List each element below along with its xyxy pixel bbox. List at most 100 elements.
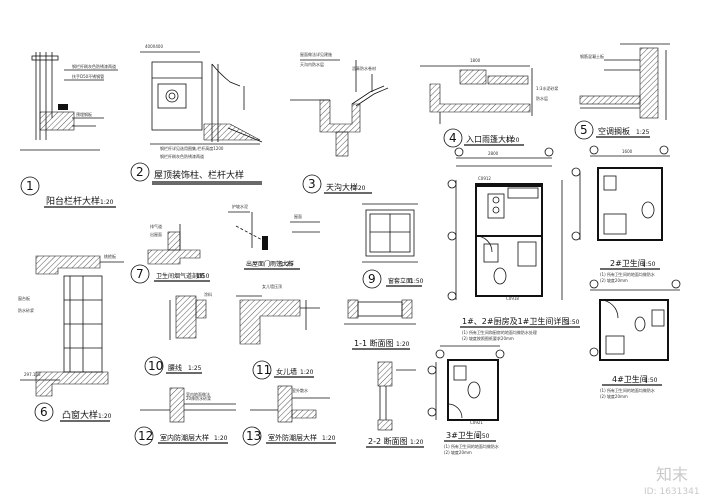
section-title: 2-2 断面图 xyxy=(368,436,408,446)
detail-title: 窗套立面 xyxy=(388,277,412,285)
detail-2-decorative-post: 400X400 钢栏杆详见选用图集,栏杆高度1200 钢栏杆刷灰色防锈漆两道 2… xyxy=(130,44,263,185)
svg-text:涂料: 涂料 xyxy=(204,291,212,297)
plan-bath-2: 1600 2#卫生间 1:50 (1) 所有卫生间的地面均做防水 (2) 坡度2… xyxy=(571,145,670,283)
plan-title: 1#、2#厨房及1#卫生间详图 xyxy=(462,316,569,326)
detail-number: 3 xyxy=(308,177,316,191)
detail-scale: 1:25 xyxy=(636,129,650,136)
detail-12-indoor-dampproof: 室内地面做法 20厚防水砂浆 12 室内防潮层大样 1:20 xyxy=(134,387,236,446)
detail-scale: 1:20 xyxy=(98,413,112,420)
detail-11-parapet: 女儿墙压顶 11 女儿墙 1:20 xyxy=(236,283,320,380)
detail-title: 入口雨篷大样 xyxy=(466,134,514,144)
svg-text:(1) 所有卫生间的地面均做防水: (1) 所有卫生间的地面均做防水 xyxy=(444,443,499,449)
win-c0918: C0918 xyxy=(506,296,519,301)
detail-title: 天沟大样 xyxy=(326,182,358,192)
plan-title: 3#卫生间 xyxy=(446,430,482,440)
detail-number: 13 xyxy=(246,429,261,443)
detail-title: 腰线 xyxy=(168,363,182,372)
detail-title: 卫生间烟气道剖面 xyxy=(156,272,204,280)
svg-text:1:3水泥砂浆: 1:3水泥砂浆 xyxy=(536,85,558,91)
section-2-2: 2-2 断面图 1:20 xyxy=(366,361,424,448)
watermark-brand: 知末 xyxy=(656,465,688,484)
dim-1600: 1600 xyxy=(622,149,633,154)
svg-text:(2) 坡度20mm: (2) 坡度20mm xyxy=(600,277,628,283)
win-c0921: C0921 xyxy=(470,420,483,425)
detail-scale: 1:50 xyxy=(410,278,424,285)
detail-title: 屋顶装饰柱、栏杆大样 xyxy=(154,169,244,181)
post-size-label: 400X400 xyxy=(145,44,163,49)
plan-scale: 1:50 xyxy=(566,319,580,326)
win-c0912: C0912 xyxy=(478,176,491,181)
plan-scale: 1:50 xyxy=(476,433,490,440)
svg-text:室外散水: 室外散水 xyxy=(292,387,308,393)
detail-13-outdoor-dampproof: 室外散水 13 室外防潮层大样 1:20 xyxy=(242,385,336,446)
svg-text:沥青防水卷材: 沥青防水卷材 xyxy=(352,65,376,71)
svg-text:钢栏杆详见选用图集,栏杆高度1200: 钢栏杆详见选用图集,栏杆高度1200 xyxy=(160,145,224,151)
detail-9-window-elevation: 9 窗套立面 1:50 xyxy=(362,203,424,289)
detail-5-ac-shelf: 钢筋混凝土板 5 空调搁板 1:25 xyxy=(574,43,670,140)
detail-number: 5 xyxy=(580,123,588,137)
detail-title: 室内防潮层大样 xyxy=(160,433,209,442)
detail-number: 1 xyxy=(26,179,34,193)
dim-2800: 2800 xyxy=(488,151,499,156)
plan-title: 4#卫生间 xyxy=(612,374,648,384)
detail-scale: 1:25 xyxy=(188,365,202,372)
detail-1-balcony-railing: 钢栏杆刷灰色防锈漆两道 扶手D50不锈钢管 预埋钢板 1 阳台栏杆大样 1:20 xyxy=(20,52,118,208)
plan-bath-3: C0921 3#卫生间 1:50 (1) 所有卫生间的地面均做防水 (2) 坡度… xyxy=(427,345,505,455)
svg-text:(2) 坡度20mm: (2) 坡度20mm xyxy=(444,449,472,455)
detail-3-gutter: 屋面做法详见建施 天沟内防水层 沥青防水卷材 3 天沟大样 1:20 xyxy=(290,51,389,194)
svg-text:扶手D50不锈钢管: 扶手D50不锈钢管 xyxy=(72,73,104,79)
svg-text:防水砂浆: 防水砂浆 xyxy=(18,307,34,313)
svg-text:护坡水泥: 护坡水泥 xyxy=(232,203,248,209)
detail-6-bay-window: 挑檐板 窗台板 防水砂浆 297.108 6 凸窗大样 1:20 xyxy=(18,253,124,422)
svg-text:(1) 所有卫生间的地面均做防水: (1) 所有卫生间的地面均做防水 xyxy=(600,271,655,277)
plan-bath-4: 4#卫生间 1:50 (1) 所有卫生间的地面均做防水 (2) 坡度20mm xyxy=(589,279,681,399)
detail-number: 12 xyxy=(138,429,153,443)
detail-number: 9 xyxy=(368,272,376,286)
section-title: 1-1 断面图 xyxy=(354,338,394,348)
svg-text:防水层: 防水层 xyxy=(536,95,548,101)
svg-text:天沟内防水层: 天沟内防水层 xyxy=(300,61,324,67)
svg-text:屋面: 屋面 xyxy=(294,213,302,219)
detail-number: 11 xyxy=(256,363,271,377)
svg-text:(2) 坡度20mm: (2) 坡度20mm xyxy=(600,393,628,399)
detail-scale: 1:20 xyxy=(322,435,336,442)
svg-text:预埋钢板: 预埋钢板 xyxy=(76,111,92,117)
detail-number: 10 xyxy=(148,359,163,373)
detail-scale: 1:50 xyxy=(196,273,210,280)
svg-text:(1) 所有卫生间的地面均做防水: (1) 所有卫生间的地面均做防水 xyxy=(600,387,655,393)
detail-number: 7 xyxy=(136,267,144,281)
plan-scale: 1:50 xyxy=(644,377,658,384)
section-scale: 1:20 xyxy=(410,439,424,446)
dim-1800: 1800 xyxy=(470,58,481,63)
detail-4-entrance-canopy: 1800 1:3水泥砂浆 防水层 4 入口雨篷大样 1:20 xyxy=(420,58,558,148)
section-1-1: 1-1 断面图 1:20 xyxy=(344,299,416,350)
plan-note-1: (1) 所有卫生间和厨房的地面均做防水处理 xyxy=(462,329,537,335)
detail-title: 空调搁板 xyxy=(598,126,630,136)
detail-number: 6 xyxy=(40,405,48,419)
detail-scale: 1:25 xyxy=(280,261,294,268)
svg-text:钢栏杆刷灰色防锈漆两道: 钢栏杆刷灰色防锈漆两道 xyxy=(160,153,204,159)
plan-kitchen-bath-1-2: 2800 C0912 C0918 1#、2#厨房及1#卫生间详图 1:50 (1… xyxy=(447,147,580,341)
detail-number: 4 xyxy=(449,131,457,145)
svg-text:钢筋混凝土板: 钢筋混凝土板 xyxy=(580,53,604,59)
section-scale: 1:20 xyxy=(396,341,410,348)
detail-7-flue-section: 排气道 出屋面 7 卫生间烟气道剖面 1:50 xyxy=(130,223,210,284)
svg-text:排气道: 排气道 xyxy=(150,223,162,229)
svg-text:室内地面做法: 室内地面做法 xyxy=(186,391,210,397)
svg-text:屋面做法详见建施: 屋面做法详见建施 xyxy=(300,51,332,57)
detail-title: 女儿墙 xyxy=(276,367,297,376)
detail-number: 2 xyxy=(136,165,144,179)
watermark-id: ID: 1631341 xyxy=(644,487,700,497)
svg-text:钢栏杆刷灰色防锈漆两道: 钢栏杆刷灰色防锈漆两道 xyxy=(72,63,116,69)
detail-scale: 1:20 xyxy=(214,435,228,442)
elev-label: 297.108 xyxy=(24,372,41,377)
svg-text:女儿墙压顶: 女儿墙压顶 xyxy=(262,283,282,289)
svg-text:挑檐板: 挑檐板 xyxy=(104,253,116,259)
detail-title: 凸窗大样 xyxy=(62,409,98,421)
detail-scale: 1:20 xyxy=(506,137,520,144)
plan-scale: 1:50 xyxy=(642,261,656,268)
detail-title: 出屋面门雨篷大样 xyxy=(246,260,294,268)
svg-text:20厚防水砂浆: 20厚防水砂浆 xyxy=(186,395,211,401)
plan-note-2: (2) 坡度按照图纸要求20mm xyxy=(462,335,514,341)
